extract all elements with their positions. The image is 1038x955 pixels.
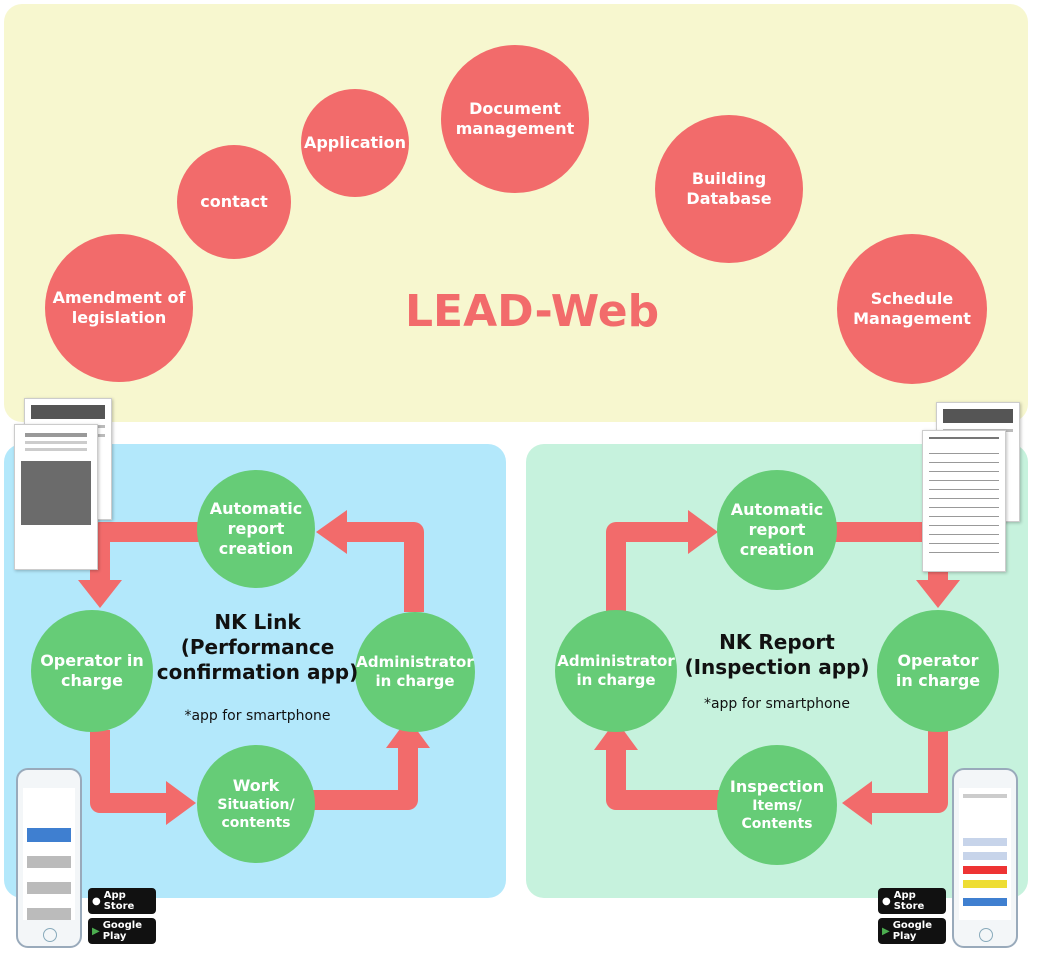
nk-link-phone-mockup [16, 768, 82, 948]
nk-report-operator-node: Operator in charge [877, 610, 999, 732]
report-document-thumbnail-front [14, 424, 98, 570]
google-play-label: Google Play [892, 920, 933, 942]
nk-report-phone-mockup [952, 768, 1018, 948]
arrow-admin-to-report [345, 522, 424, 612]
inspection-document-thumbnail-front [922, 430, 1006, 572]
nk-link-operator-node: Operator in charge [31, 610, 153, 732]
work-label: Work [232, 775, 280, 795]
app-store-label: App Store [893, 890, 925, 912]
application-node: Application [301, 89, 409, 197]
arrow-operator-to-work [90, 730, 168, 813]
inspection-label: Inspection [729, 776, 825, 796]
apple-icon: ● [92, 895, 101, 907]
document-management-node: Document management [441, 45, 589, 193]
apple-icon: ● [882, 895, 891, 907]
amendment-of-legislation-node: Amendment of legislation [45, 234, 193, 382]
nk-link-note: *app for smartphone [184, 708, 331, 724]
lead-web-title: LEAD-Web [405, 286, 660, 337]
arrow-work-to-admin [312, 746, 418, 810]
google-play-icon: ▶ [882, 925, 890, 937]
nk-link-admin-node: Administrator in charge [355, 612, 475, 732]
inspection-sub-label: Items/ Contents [741, 797, 813, 832]
nk-link-work-node: Work Situation/ contents [197, 745, 315, 863]
contact-node: contact [177, 145, 291, 259]
arrow-operator-to-inspection [870, 730, 948, 813]
work-sub-label: Situation/ contents [217, 796, 295, 831]
google-play-icon: ▶ [92, 925, 100, 937]
app-store-badge-right[interactable]: ● App Store [878, 888, 946, 914]
app-store-label: App Store [103, 890, 135, 912]
nk-report-report-node: Automatic report creation [717, 470, 837, 590]
arrow-admin-to-report [606, 522, 690, 612]
google-play-label: Google Play [102, 920, 143, 942]
google-play-badge-left[interactable]: ▶ Google Play [88, 918, 156, 944]
nk-report-note: *app for smartphone [703, 696, 851, 712]
arrow-inspection-to-admin [606, 748, 720, 810]
google-play-badge-right[interactable]: ▶ Google Play [878, 918, 946, 944]
nk-link-title: NK Link (Performance confirmation app) [156, 610, 359, 684]
nk-link-report-node: Automatic report creation [197, 470, 315, 588]
schedule-management-node: Schedule Management [837, 234, 987, 384]
nk-report-title: NK Report (Inspection app) [684, 630, 870, 679]
nk-report-admin-node: Administrator in charge [555, 610, 677, 732]
nk-report-inspection-node: Inspection Items/ Contents [717, 745, 837, 865]
app-store-badge-left[interactable]: ● App Store [88, 888, 156, 914]
building-database-node: Building Database [655, 115, 803, 263]
arrow-report-to-operator [90, 522, 200, 582]
